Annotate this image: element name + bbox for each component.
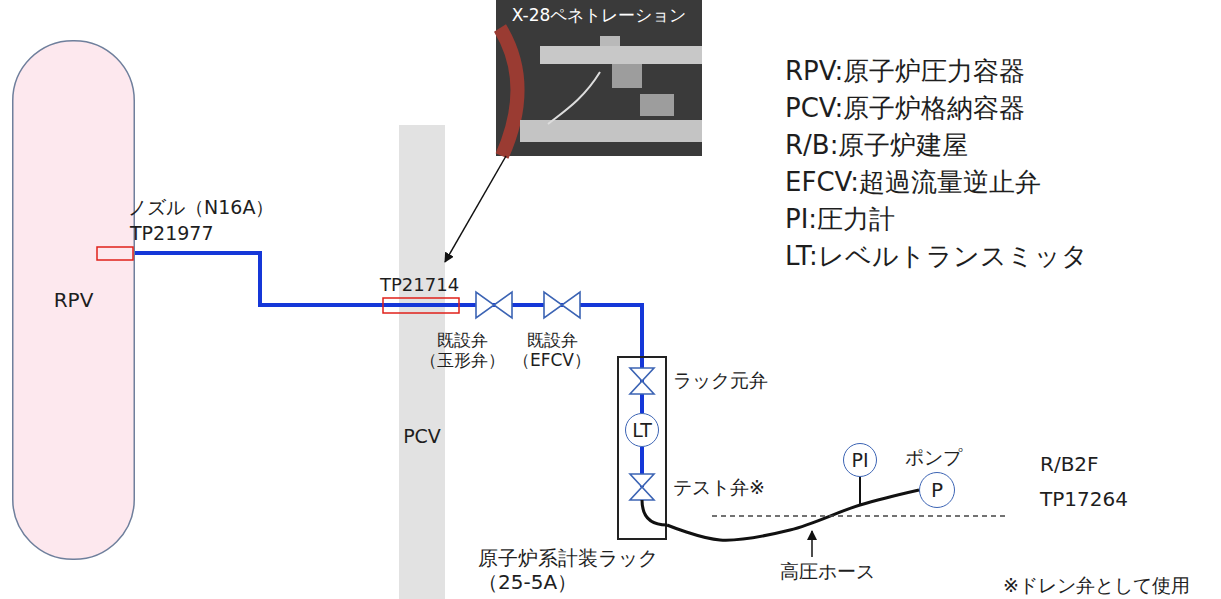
photo-pipe bbox=[600, 36, 620, 62]
photo-bracket bbox=[640, 94, 674, 116]
annotation-text: PCV:原子炉格納容器 bbox=[785, 93, 1025, 124]
label-anchor: PI:圧力計 bbox=[785, 204, 895, 235]
annotation-text: 既設弁 （玉形弁） bbox=[415, 330, 510, 371]
node-label: PCV bbox=[403, 425, 441, 448]
label-anchor: ノズル（N16A） bbox=[128, 196, 274, 219]
annotation-text: ラック元弁 bbox=[673, 369, 768, 392]
annotation-text: PI:圧力計 bbox=[785, 204, 895, 235]
photo-pipe bbox=[540, 46, 702, 64]
node-label: PI bbox=[851, 449, 868, 472]
instrument-rack: 原子炉系計装ラック （25-5A）LT bbox=[617, 356, 667, 540]
leader-arrow bbox=[811, 531, 813, 557]
photo-bracket bbox=[612, 64, 642, 88]
annotation-text: LT:レベルトランスミッタ bbox=[785, 241, 1088, 272]
label-anchor: 既設弁 （玉形弁） bbox=[415, 330, 510, 371]
node-label: LT bbox=[632, 419, 652, 442]
label-anchor: ポンプ bbox=[905, 446, 962, 469]
root-valve-symbol bbox=[630, 368, 654, 394]
label-anchor: TP17264 bbox=[1040, 487, 1128, 511]
test-valve-symbol bbox=[630, 474, 654, 500]
label-anchor: 既設弁 （EFCV） bbox=[505, 330, 600, 371]
label-anchor: R/B:原子炉建屋 bbox=[785, 130, 968, 161]
efcv-valve-symbol bbox=[544, 292, 580, 318]
hose-inner bbox=[642, 500, 667, 525]
label-anchor: LT:レベルトランスミッタ bbox=[785, 241, 1088, 272]
annotation-text: TP21977 bbox=[130, 222, 214, 245]
annotation-text: テスト弁※ bbox=[673, 476, 765, 499]
penetration-flange bbox=[500, 28, 518, 156]
annotation-text: ポンプ bbox=[905, 446, 962, 469]
pump-circle: P bbox=[919, 472, 955, 508]
annotation-text: 既設弁 （EFCV） bbox=[505, 330, 600, 371]
vessel-shape: RPV bbox=[12, 40, 135, 560]
node-label: X-28ペネトレーション bbox=[512, 5, 687, 25]
annotation-text: TP17264 bbox=[1040, 487, 1128, 511]
level-transmitter-circle: LT bbox=[625, 413, 659, 447]
label-anchor: TP21977 bbox=[130, 222, 214, 245]
annotation-text: TP21714 bbox=[380, 274, 459, 296]
annotation-text: ※ドレン弁として使用 bbox=[1003, 574, 1190, 597]
photo-pipe bbox=[520, 120, 702, 142]
vessel-outline-rect bbox=[13, 41, 135, 560]
globe-valve-symbol bbox=[476, 292, 512, 318]
photo-ground bbox=[496, 0, 702, 156]
label-anchor: ラック元弁 bbox=[673, 369, 768, 392]
photo-cable bbox=[548, 72, 600, 124]
node-label: RPV bbox=[54, 288, 94, 312]
photo-inset: X-28ペネトレーション bbox=[496, 0, 702, 156]
penetration-marker bbox=[383, 298, 459, 313]
nozzle-marker bbox=[97, 247, 133, 260]
rack-pipe bbox=[640, 358, 644, 413]
node-label: P bbox=[931, 478, 943, 502]
annotation-text: 高圧ホース bbox=[780, 560, 875, 583]
label-anchor: テスト弁※ bbox=[673, 476, 765, 499]
annotation-text: R/B2F bbox=[1040, 452, 1099, 476]
label-anchor: RPV:原子炉圧力容器 bbox=[785, 56, 1025, 87]
annotation-text: RPV:原子炉圧力容器 bbox=[785, 56, 1025, 87]
label-anchor: ※ドレン弁として使用 bbox=[1003, 574, 1190, 597]
annotation-text: R/B:原子炉建屋 bbox=[785, 130, 968, 161]
gauge-tap-line bbox=[859, 477, 861, 505]
pressure-gauge-circle: PI bbox=[843, 443, 877, 477]
label-anchor: TP21714 bbox=[380, 274, 459, 296]
label-anchor: 高圧ホース bbox=[780, 560, 875, 583]
label-anchor: R/B2F bbox=[1040, 452, 1099, 476]
annotation-text: EFCV:超過流量逆止弁 bbox=[785, 167, 1041, 198]
node-label: 原子炉系計装ラック （25-5A） bbox=[478, 546, 678, 594]
callout-arrow bbox=[445, 156, 506, 262]
floor-line bbox=[712, 515, 1005, 517]
label-anchor: PCV:原子炉格納容器 bbox=[785, 93, 1025, 124]
rack-pipe bbox=[640, 447, 644, 487]
annotation-text: ノズル（N16A） bbox=[128, 196, 274, 219]
label-anchor: EFCV:超過流量逆止弁 bbox=[785, 167, 1041, 198]
